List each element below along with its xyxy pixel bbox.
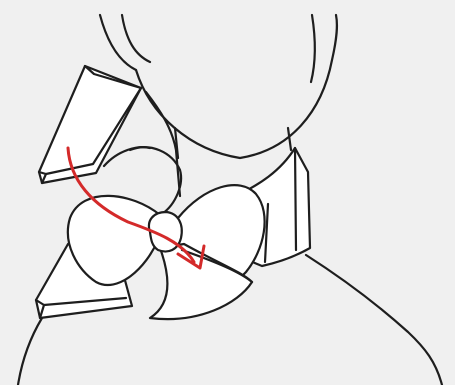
folded-tail-upper: [39, 66, 141, 183]
neck-outline: [175, 128, 291, 158]
scarf-band-left: [146, 92, 180, 196]
